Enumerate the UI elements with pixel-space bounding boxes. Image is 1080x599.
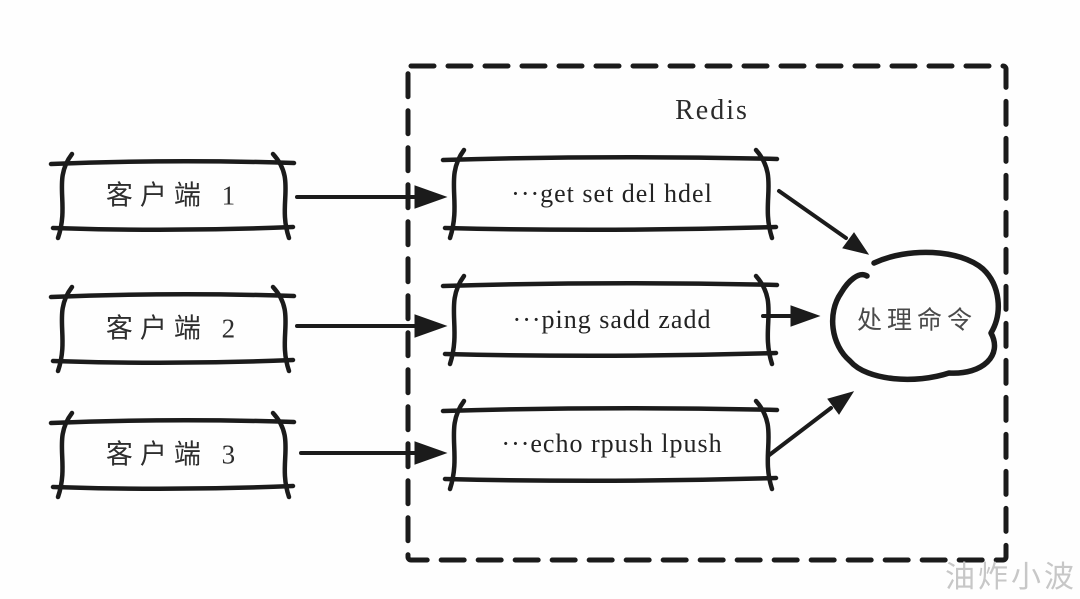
client-box-1 xyxy=(48,151,297,241)
arrow-client1-to-queue1 xyxy=(295,185,448,209)
processor-blob xyxy=(829,249,1001,383)
client-2-label: 客户端 2 xyxy=(105,313,243,344)
watermark: 油炸小波 xyxy=(945,560,1077,595)
processor-label: 处理命令 xyxy=(856,307,978,335)
command-queue-3-label: ···echo rpush lpush xyxy=(501,429,723,458)
command-queue-2-label: ···ping sadd zadd xyxy=(512,305,712,334)
arrow-queue2-to-processor xyxy=(761,305,821,327)
client-box-2 xyxy=(48,284,297,374)
arrow-client2-to-queue2 xyxy=(295,314,448,338)
client-3-label: 客户端 3 xyxy=(105,439,243,470)
arrow-queue1-to-processor xyxy=(777,189,870,255)
client-box-3 xyxy=(48,410,297,500)
client-1-label: 客户端 1 xyxy=(105,180,243,211)
command-queue-1-label: ···get set del hdel xyxy=(511,179,713,208)
command-queue-box-1 xyxy=(440,147,780,241)
arrow-queue3-to-processor xyxy=(766,391,855,458)
arrow-client3-to-queue3 xyxy=(299,441,448,465)
redis-dashed-container xyxy=(405,63,1009,563)
command-queue-box-3 xyxy=(440,398,780,492)
redis-title: Redis xyxy=(675,95,749,126)
